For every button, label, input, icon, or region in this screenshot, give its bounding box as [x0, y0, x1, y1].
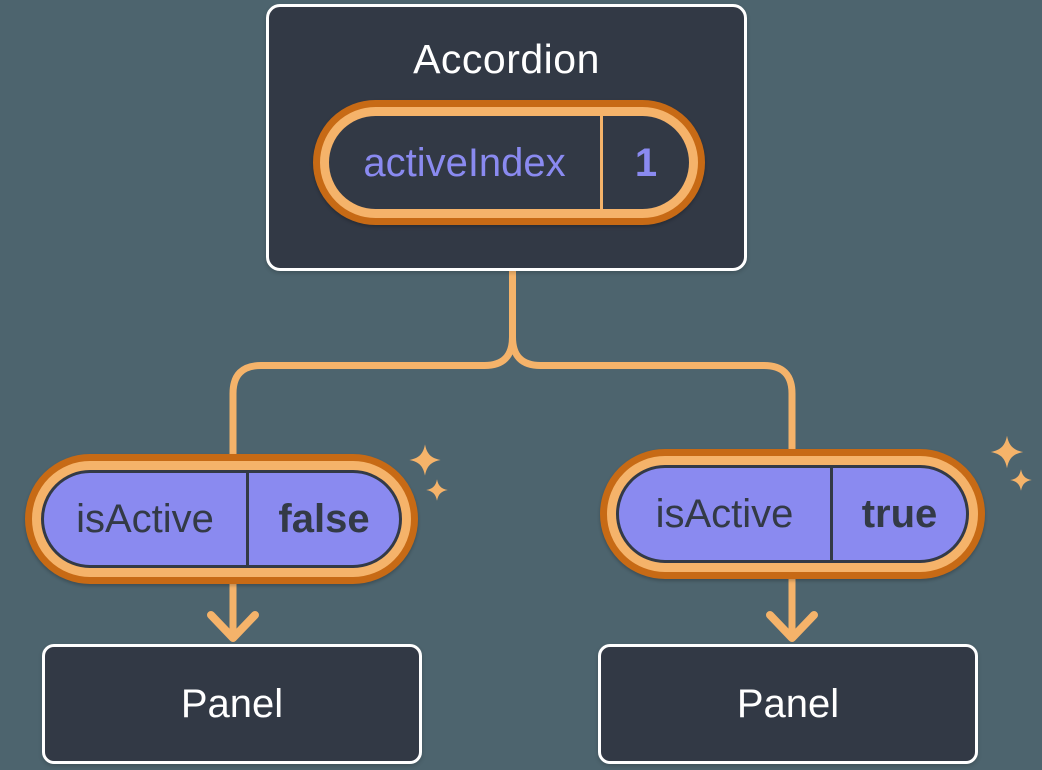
state-pill-value: 1 — [634, 140, 658, 185]
arrow-down-icon — [766, 611, 818, 642]
prop-pill-label: isActive — [76, 497, 214, 541]
panel-title: Panel — [736, 681, 840, 726]
sparkle-small-icon — [1010, 469, 1032, 491]
sparkle-large-icon — [409, 444, 441, 476]
pill-divider — [600, 116, 603, 209]
panel-box-left: Panel — [42, 644, 422, 764]
sparkle-large-icon — [990, 435, 1024, 469]
panel-box-right: Panel — [598, 644, 978, 764]
pill-divider — [246, 473, 249, 565]
prop-pill-right: isActive true — [600, 449, 985, 579]
pill-divider — [830, 468, 833, 560]
arrow-down-icon — [207, 611, 259, 642]
prop-pill-left: isActive false — [25, 454, 418, 584]
sparkle-small-icon — [426, 479, 448, 501]
accordion-title: Accordion — [413, 36, 600, 82]
connector-branch-right — [509, 270, 796, 634]
state-pill-label: activeIndex — [363, 140, 566, 185]
prop-pill-value: false — [278, 497, 370, 541]
prop-pill-value: true — [861, 492, 938, 536]
state-pill: activeIndex 1 — [313, 100, 705, 225]
panel-title: Panel — [180, 681, 284, 726]
prop-pill-label: isActive — [655, 492, 794, 536]
